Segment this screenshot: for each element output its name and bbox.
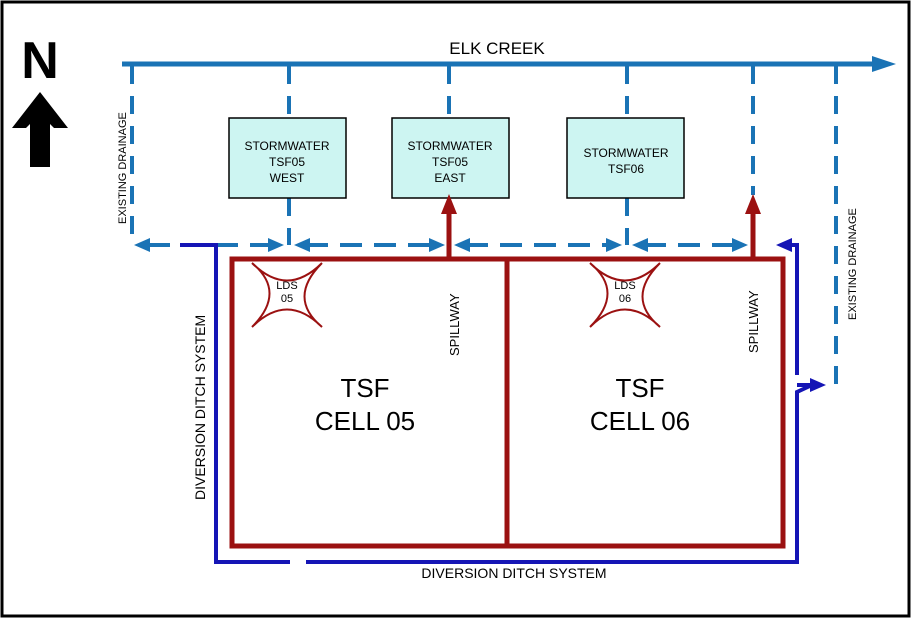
ditch-right	[306, 383, 813, 564]
elk-creek: ELK CREEK	[122, 39, 896, 72]
lds-06-shape-icon	[589, 262, 661, 328]
stormwater-box-tsf06: STORMWATER TSF06	[566, 117, 685, 199]
spillway-06-label: SPILLWAY	[746, 290, 761, 353]
creek-label: ELK CREEK	[449, 39, 545, 58]
tsf-cell-06-line1: TSF	[615, 373, 664, 403]
arrowhead-right-icon	[429, 238, 445, 252]
arrowhead-left-icon	[632, 238, 648, 252]
existing-drainage-left-label: EXISTING DRAINAGE	[117, 112, 129, 224]
flow-arrowheads	[134, 238, 748, 252]
stormwater-box-line3: WEST	[270, 171, 305, 185]
stormwater-box-line1: STORMWATER	[407, 139, 492, 153]
spillway-arrows	[441, 194, 761, 259]
lds-05: LDS 05	[251, 262, 323, 328]
spillway-06-arrowhead-icon	[745, 194, 761, 214]
existing-drainage-right-label: EXISTING DRAINAGE	[847, 208, 859, 320]
diversion-bottom-label: DIVERSION DITCH SYSTEM	[421, 565, 606, 581]
ditch-left	[180, 243, 290, 564]
north-arrow: N	[12, 32, 68, 167]
drainage-lines	[130, 66, 838, 385]
lds-05-line2: 05	[281, 293, 293, 305]
ditch-outflow-arrowhead-icon	[810, 378, 826, 392]
stormwater-box-rect	[228, 117, 347, 199]
stormwater-box-line1: STORMWATER	[244, 139, 329, 153]
arrowhead-right-icon	[732, 238, 748, 252]
arrowhead-left-icon	[134, 238, 150, 252]
creek-arrowhead	[872, 56, 896, 72]
north-arrow-icon	[12, 92, 68, 167]
stormwater-box-line3: EAST	[434, 171, 466, 185]
tsf-cell-06-line2: CELL 06	[590, 406, 690, 436]
stormwater-box-line1: STORMWATER	[583, 146, 668, 160]
arrowhead-left-icon	[294, 238, 310, 252]
spillway-05-arrowhead-icon	[441, 194, 457, 214]
diversion-left-label: DIVERSION DITCH SYSTEM	[192, 315, 208, 500]
stormwater-box-tsf05-west: STORMWATER TSF05 WEST	[228, 117, 347, 199]
arrowhead-right-icon	[606, 238, 622, 252]
tsf-cell-05-line1: TSF	[340, 373, 389, 403]
lds-06: LDS 06	[589, 262, 661, 328]
stormwater-box-line2: TSF05	[432, 155, 468, 169]
arrowhead-right-icon	[268, 238, 284, 252]
tsf-cells	[229, 256, 786, 549]
stormwater-box-rect	[391, 117, 510, 199]
north-letter: N	[21, 32, 59, 90]
stormwater-box-tsf05-east: STORMWATER TSF05 EAST	[391, 117, 510, 199]
arrowhead-left-icon	[454, 238, 470, 252]
stormwater-box-line2: TSF06	[608, 162, 644, 176]
stormwater-box-rect	[566, 117, 685, 199]
lds-06-line2: 06	[619, 293, 631, 305]
ditch-arrowhead-icon	[776, 238, 792, 252]
stormwater-box-line2: TSF05	[269, 155, 305, 169]
lds-05-line1: LDS	[276, 280, 297, 292]
lds-05-shape-icon	[251, 262, 323, 328]
lds-06-line1: LDS	[614, 280, 635, 292]
spillway-05-label: SPILLWAY	[447, 293, 462, 356]
tsf-cell-05-line2: CELL 05	[315, 406, 415, 436]
